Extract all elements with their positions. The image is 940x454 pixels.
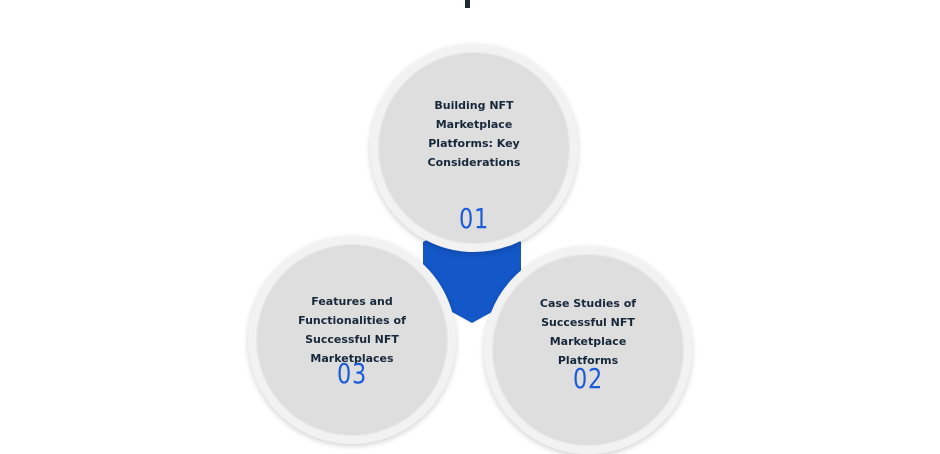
step-label-03: Features and Functionalities of Successf… [298,295,406,365]
title-fragment [465,0,470,8]
step-circle-03: Features and Functionalities of Successf… [248,236,456,444]
step-label-02: Case Studies of Successful NFT Marketpla… [539,297,637,367]
step-number-03: 03 [336,357,368,390]
step-circle-02: Case Studies of Successful NFT Marketpla… [484,246,692,454]
step-number-02: 02 [572,362,604,395]
step-number-01: 01 [458,202,490,235]
step-label-01: Building NFT Marketplace Platforms: Key … [427,99,521,169]
step-circle-01: Building NFT Marketplace Platforms: Key … [370,44,578,252]
diagram-canvas: Building NFT Marketplace Platforms: Key … [248,0,692,454]
